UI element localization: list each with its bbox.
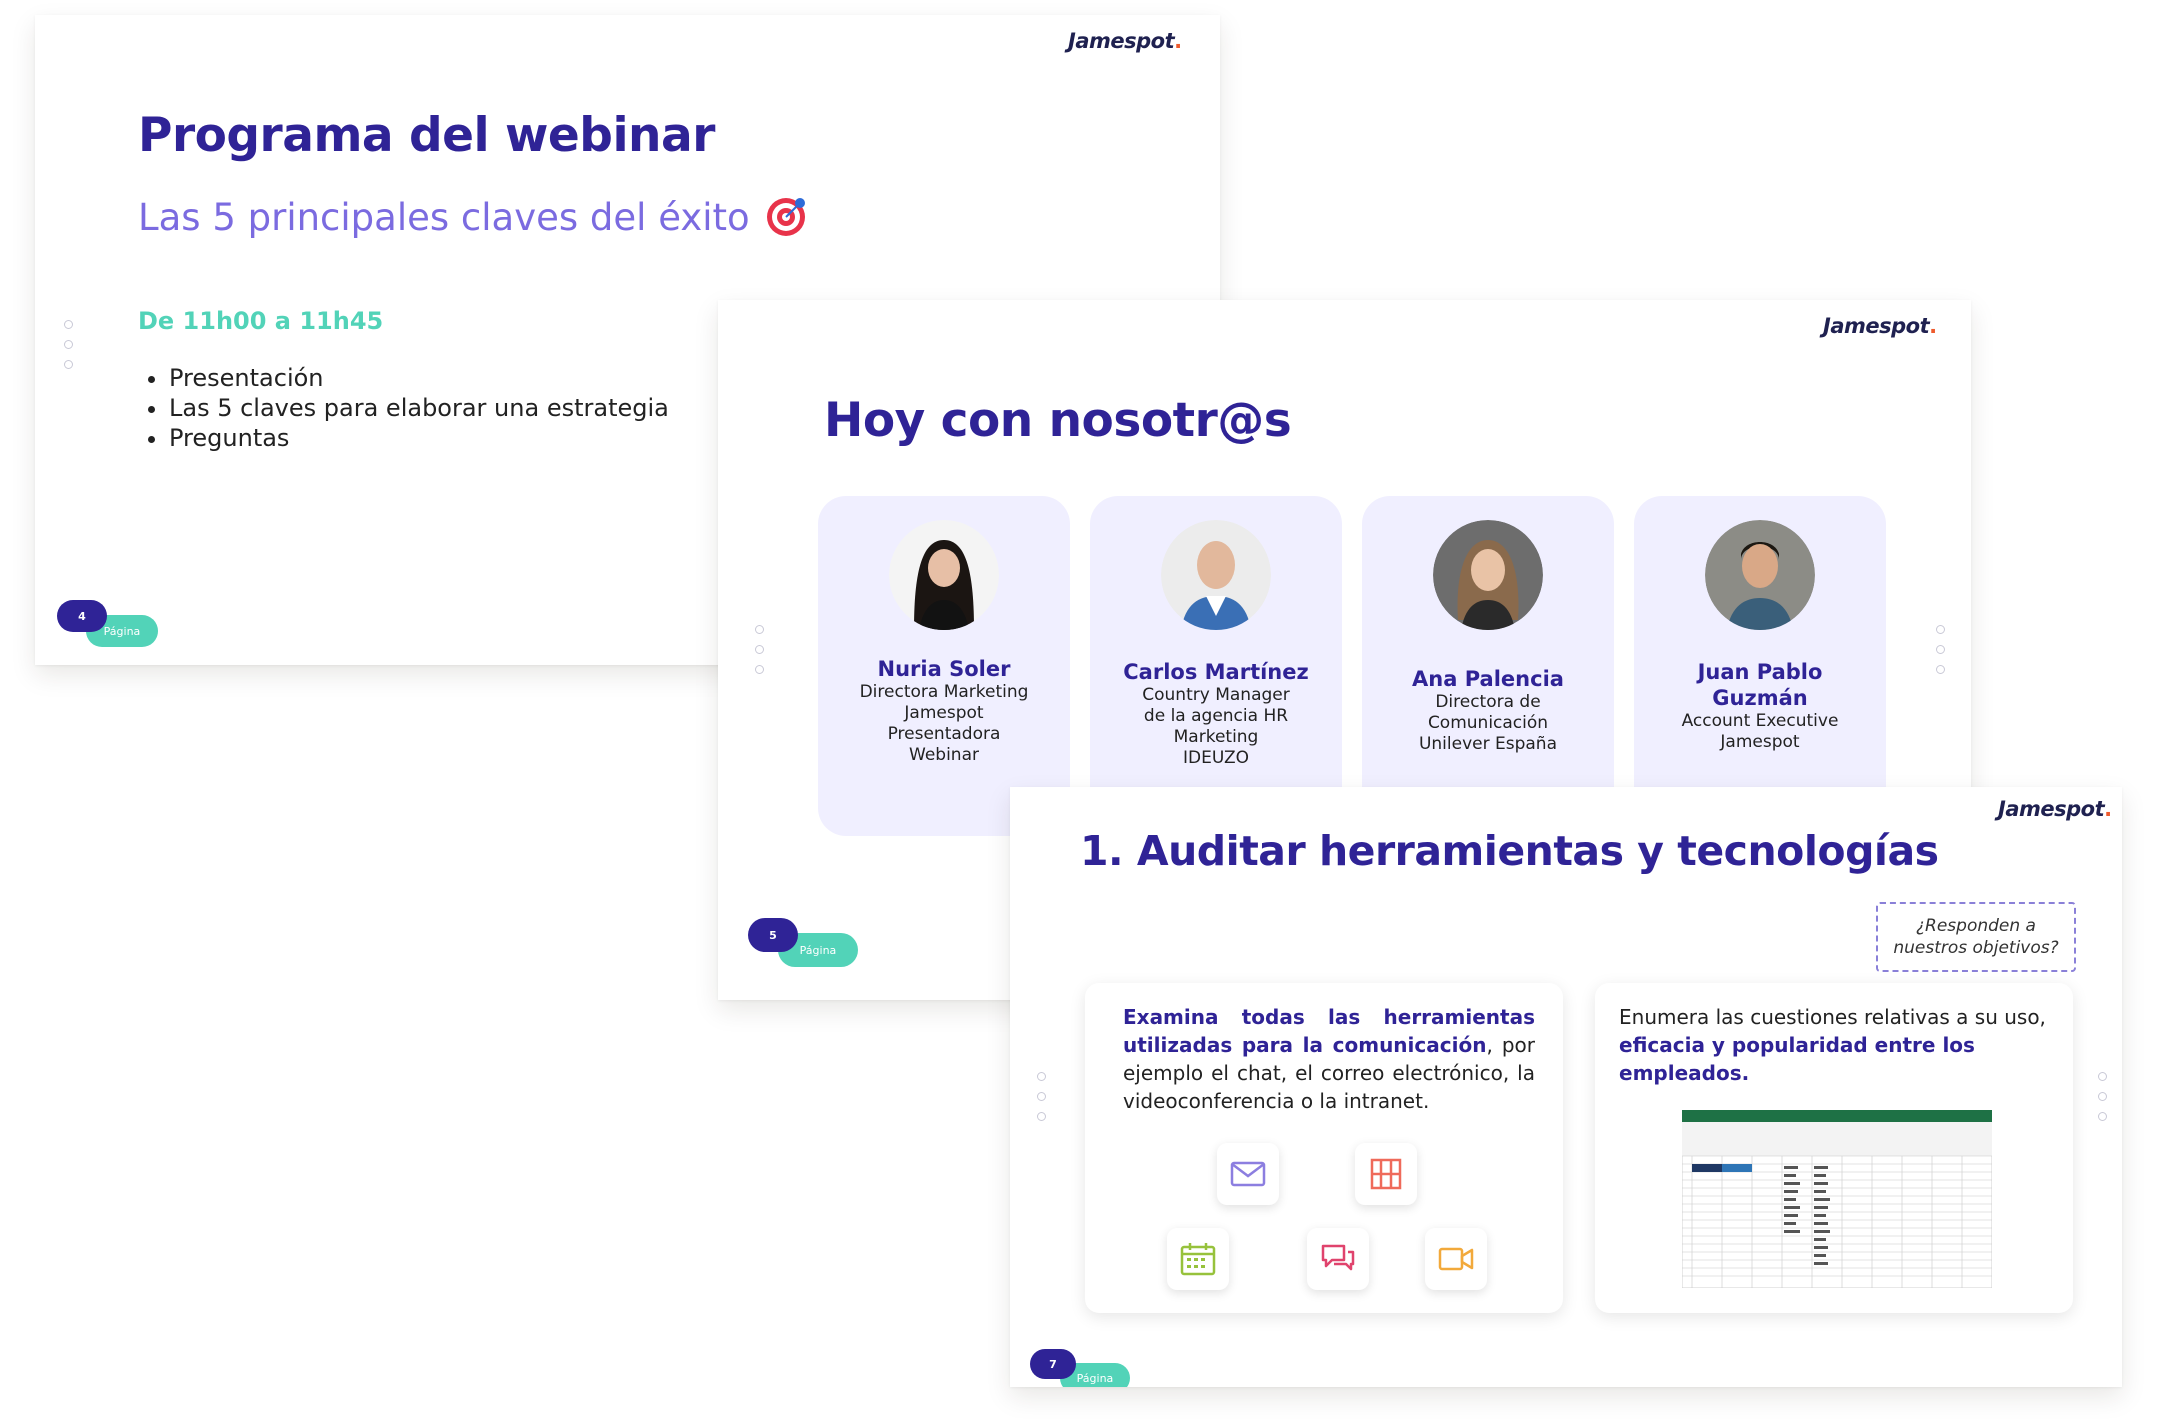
tools-box: Examina todas las herramientas utilizada… bbox=[1085, 983, 1563, 1313]
usage-text: Enumera las cuestiones relativas a su us… bbox=[1619, 1005, 2046, 1085]
slide-title: Programa del webinar bbox=[138, 108, 715, 163]
speaker-role: IDEUZO bbox=[1182, 748, 1250, 768]
slide-audit: Jamespot. 1. Auditar herramientas y tecn… bbox=[1010, 787, 2122, 1387]
page-number: 5 bbox=[748, 918, 798, 952]
document-grid-icon bbox=[1355, 1143, 1417, 1205]
speaker-role: Presentadora bbox=[887, 724, 1001, 744]
avatar bbox=[1705, 520, 1815, 630]
speaker-name: Juan Pablo bbox=[1697, 660, 1823, 684]
slide-title: Hoy con nosotr@s bbox=[824, 393, 1292, 448]
speaker-role: Jamespot bbox=[904, 703, 984, 723]
speaker-role: de la agencia HR bbox=[1143, 706, 1289, 726]
speaker-role: Country Manager bbox=[1142, 685, 1290, 705]
chat-icon bbox=[1307, 1228, 1369, 1290]
decorative-dots bbox=[64, 320, 73, 369]
speaker-role: Comunicación bbox=[1427, 713, 1549, 733]
slide-subtitle: Las 5 principales claves del éxito bbox=[138, 195, 808, 239]
speaker-role: Directora Marketing bbox=[859, 682, 1029, 702]
speaker-role: Webinar bbox=[909, 745, 979, 765]
speaker-card: Carlos Martínez Country Manager de la ag… bbox=[1090, 496, 1342, 836]
video-icon bbox=[1425, 1228, 1487, 1290]
avatar bbox=[889, 520, 999, 630]
target-icon bbox=[766, 198, 805, 236]
speaker-role: Marketing bbox=[1173, 727, 1259, 747]
speaker-name: Guzmán bbox=[1712, 686, 1808, 710]
speaker-role: Account Executive bbox=[1681, 711, 1839, 731]
speaker-name: Ana Palencia bbox=[1412, 667, 1564, 691]
jamespot-logo: Jamespot. bbox=[1823, 314, 1937, 338]
speaker-role: Unilever España bbox=[1418, 734, 1558, 754]
objective-callout: ¿Responden a nuestros objetivos? bbox=[1876, 902, 2076, 972]
tools-text: Examina todas las herramientas utilizada… bbox=[1123, 1005, 1535, 1113]
decorative-dots bbox=[2098, 1072, 2107, 1121]
avatar bbox=[1161, 520, 1271, 630]
speaker-card: Ana Palencia Directora de Comunicación U… bbox=[1362, 496, 1614, 836]
avatar bbox=[1433, 520, 1543, 630]
speaker-name: Carlos Martínez bbox=[1123, 660, 1309, 684]
list-item: Presentación bbox=[169, 363, 669, 393]
spreadsheet-screenshot bbox=[1682, 1110, 1992, 1288]
speaker-role: Jamespot bbox=[1720, 732, 1800, 752]
decorative-dots bbox=[1936, 625, 1945, 674]
mail-icon bbox=[1217, 1143, 1279, 1205]
calendar-icon bbox=[1167, 1228, 1229, 1290]
decorative-dots bbox=[1037, 1072, 1046, 1121]
speaker-name: Nuria Soler bbox=[877, 657, 1011, 681]
schedule-time: De 11h00 a 11h45 bbox=[138, 307, 384, 335]
list-item: Las 5 claves para elaborar una estrategi… bbox=[169, 393, 669, 423]
speaker-card: Juan Pablo Guzmán Account Executive Jame… bbox=[1634, 496, 1886, 836]
jamespot-logo: Jamespot. bbox=[1068, 29, 1182, 53]
page-number: 4 bbox=[57, 600, 107, 632]
decorative-dots bbox=[755, 625, 764, 674]
list-item: Preguntas bbox=[169, 423, 669, 453]
agenda-list: Presentación Las 5 claves para elaborar … bbox=[143, 363, 669, 453]
speaker-role: Directora de bbox=[1435, 692, 1541, 712]
speaker-card: Nuria Soler Directora Marketing Jamespot… bbox=[818, 496, 1070, 836]
slide-title: 1. Auditar herramientas y tecnologías bbox=[1080, 827, 1939, 875]
page-number: 7 bbox=[1030, 1349, 1076, 1379]
usage-box: Enumera las cuestiones relativas a su us… bbox=[1595, 983, 2073, 1313]
jamespot-logo: Jamespot. bbox=[1998, 797, 2112, 821]
